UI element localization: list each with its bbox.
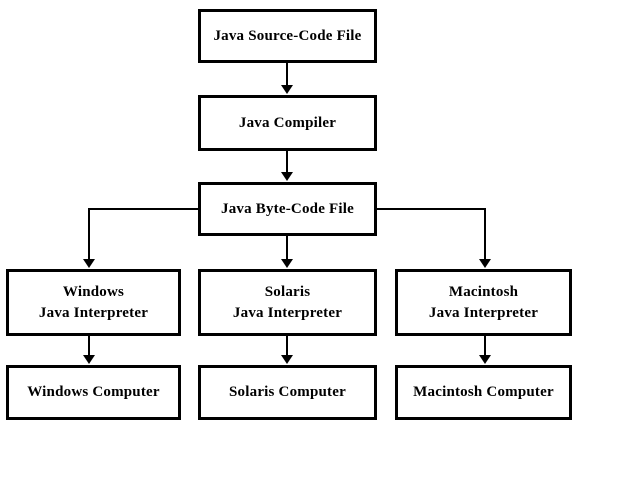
connector-bytecode-left-horizontal <box>88 208 200 210</box>
arrowhead-compiler-to-bytecode <box>281 172 293 181</box>
node-label-line1: Solaris <box>264 284 311 301</box>
node-label: Macintosh Computer <box>413 384 554 401</box>
node-java-source-code-file: Java Source-Code File <box>198 9 377 63</box>
arrowhead-bytecode-to-solaris <box>281 259 293 268</box>
arrowhead-source-to-compiler <box>281 85 293 94</box>
node-label-line2: Java Interpreter <box>232 304 343 321</box>
connector-compiler-to-bytecode <box>286 151 288 175</box>
node-macintosh-computer: Macintosh Computer <box>395 365 572 420</box>
connector-bytecode-to-windows-vertical <box>88 208 90 261</box>
connector-bytecode-to-solaris <box>286 236 288 261</box>
node-label: Java Byte-Code File <box>221 200 354 217</box>
node-label: Java Source-Code File <box>213 27 362 44</box>
arrowhead-windows-interpreter-to-computer <box>83 355 95 364</box>
node-label-line1: Macintosh <box>448 284 519 301</box>
node-solaris-java-interpreter: Solaris Java Interpreter <box>198 269 377 336</box>
arrowhead-solaris-interpreter-to-computer <box>281 355 293 364</box>
arrowhead-macintosh-interpreter-to-computer <box>479 355 491 364</box>
connector-source-to-compiler <box>286 63 288 87</box>
node-solaris-computer: Solaris Computer <box>198 365 377 420</box>
node-label-line2: Java Interpreter <box>38 304 149 321</box>
node-label-line2: Java Interpreter <box>428 304 539 321</box>
node-java-byte-code-file: Java Byte-Code File <box>198 182 377 236</box>
node-label-line1: Windows <box>62 284 125 301</box>
connector-solaris-interpreter-to-computer <box>286 336 288 358</box>
connector-windows-interpreter-to-computer <box>88 336 90 358</box>
connector-bytecode-right-horizontal <box>375 208 486 210</box>
node-label: Solaris Computer <box>229 384 346 401</box>
node-label: Windows Computer <box>27 384 160 401</box>
connector-bytecode-to-macintosh-vertical <box>484 208 486 261</box>
node-label: Java Compiler <box>238 114 337 131</box>
node-java-compiler: Java Compiler <box>198 95 377 151</box>
node-windows-java-interpreter: Windows Java Interpreter <box>6 269 181 336</box>
arrowhead-bytecode-to-macintosh <box>479 259 491 268</box>
node-macintosh-java-interpreter: Macintosh Java Interpreter <box>395 269 572 336</box>
node-windows-computer: Windows Computer <box>6 365 181 420</box>
connector-macintosh-interpreter-to-computer <box>484 336 486 358</box>
arrowhead-bytecode-to-windows <box>83 259 95 268</box>
